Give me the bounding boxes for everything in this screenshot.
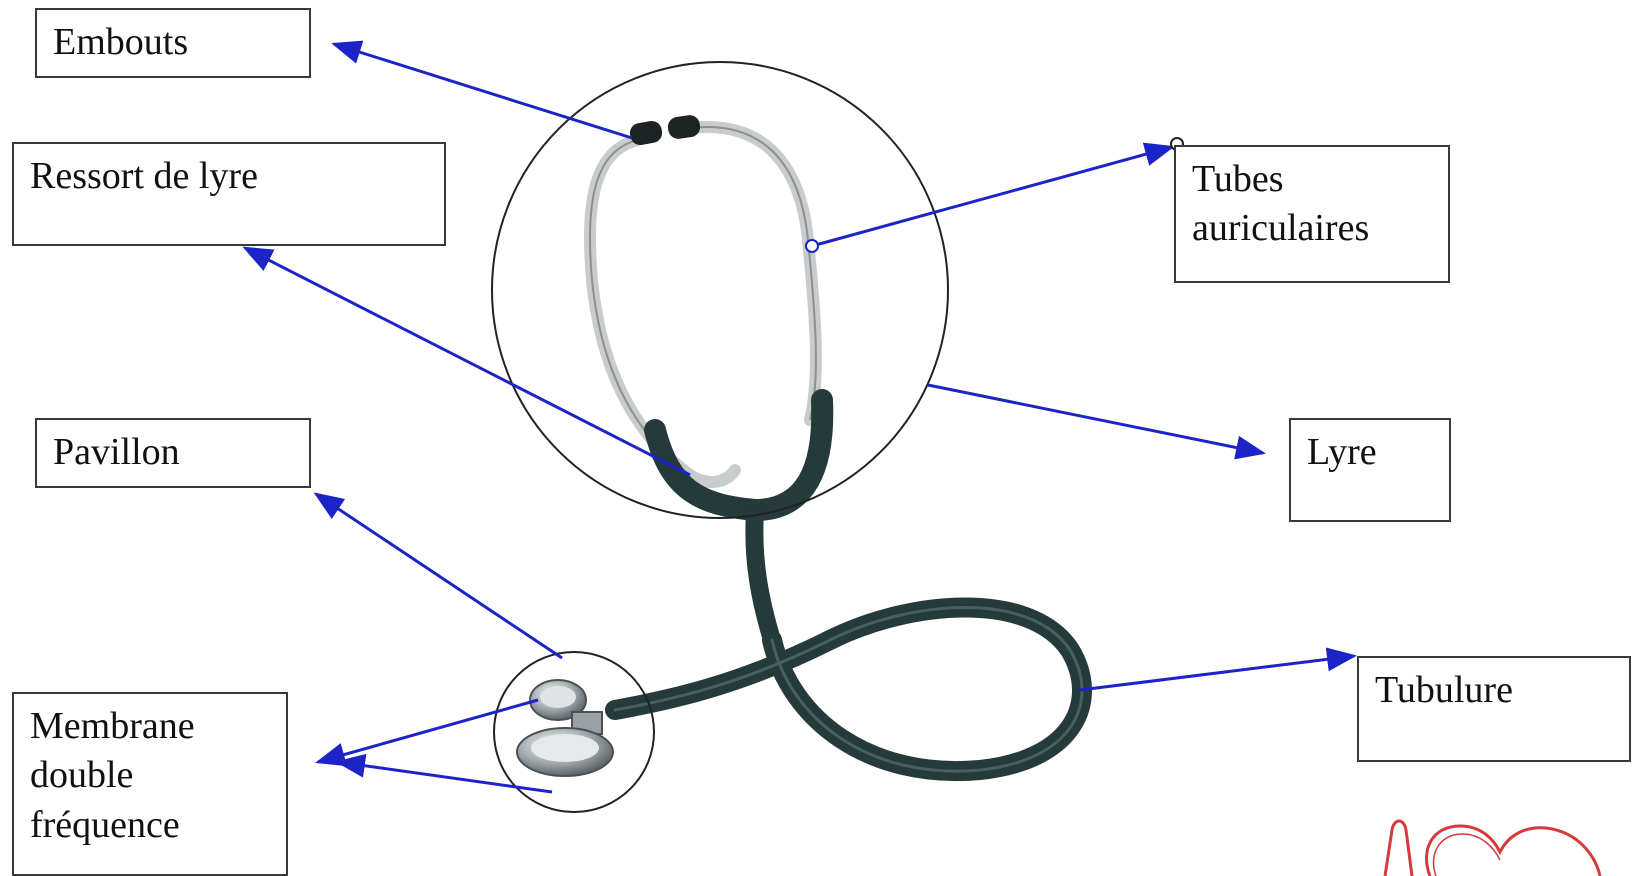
label-membrane-line3: fréquence bbox=[30, 801, 270, 850]
label-membrane-line2: double bbox=[30, 751, 270, 800]
label-pavillon-text: Pavillon bbox=[53, 428, 293, 477]
arrow-pavillon bbox=[316, 494, 562, 658]
arrow-membrane-2 bbox=[338, 762, 552, 792]
label-embouts-text: Embouts bbox=[53, 18, 293, 67]
label-lyre: Lyre bbox=[1289, 418, 1451, 522]
label-lyre-text: Lyre bbox=[1307, 428, 1433, 477]
label-pavillon: Pavillon bbox=[35, 418, 311, 488]
y-tubing bbox=[655, 400, 822, 640]
label-ressort-de-lyre: Ressort de lyre bbox=[12, 142, 446, 246]
label-membrane-line1: Membrane bbox=[30, 702, 270, 751]
arrow-embouts bbox=[334, 44, 632, 138]
arrow-tubes-auriculaires bbox=[812, 147, 1172, 246]
label-ressort-text: Ressort de lyre bbox=[30, 152, 428, 201]
ear-tips bbox=[628, 114, 701, 147]
arrow-lyre bbox=[928, 385, 1263, 453]
label-embouts: Embouts bbox=[35, 8, 311, 78]
label-tubulure-text: Tubulure bbox=[1375, 666, 1613, 715]
label-tubes-auriculaires: Tubes auriculaires bbox=[1174, 145, 1450, 283]
arrow-tubulure bbox=[1080, 656, 1354, 690]
chest-piece bbox=[517, 680, 613, 776]
label-tubes-line1: Tubes bbox=[1192, 155, 1432, 204]
label-tubulure: Tubulure bbox=[1357, 656, 1631, 762]
tubes-anchor-dot bbox=[806, 240, 818, 252]
heart-pulse-logo bbox=[1385, 821, 1600, 876]
main-tubing bbox=[615, 608, 1082, 772]
label-tubes-line2: auriculaires bbox=[1192, 204, 1432, 253]
arrow-ressort bbox=[245, 248, 690, 475]
arrow-membrane-1 bbox=[318, 700, 538, 762]
ear-tubes bbox=[590, 127, 816, 482]
label-membrane-double-frequence: Membrane double fréquence bbox=[12, 692, 288, 876]
